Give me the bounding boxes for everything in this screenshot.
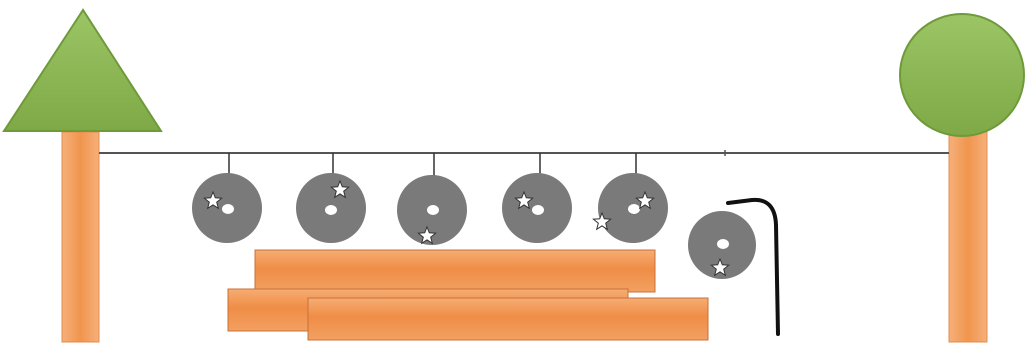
star-icon [203,190,223,210]
triangle-tree-icon [2,8,163,132]
star-icon [635,190,655,210]
pulley [592,153,668,243]
pulley-hole [325,205,337,215]
left-tree [2,8,163,343]
pulley-hole [628,204,640,214]
star-icon [592,211,612,231]
log-bottom-right [307,297,709,341]
pulley-on-hook [688,211,756,279]
pulley [397,153,467,245]
pulley-hole [532,205,544,215]
left-tree-trunk [61,131,100,343]
pulley [192,153,262,243]
hook-cable [726,197,780,336]
star-icon [710,257,730,277]
log-top [254,249,656,293]
pulley [296,153,366,243]
pulley [502,153,572,243]
pulley-hole [222,204,234,214]
right-tree-trunk [948,131,988,343]
pulleys [192,153,756,279]
right-tree [899,13,1025,343]
star-icon [514,190,534,210]
star-icon [417,225,437,245]
pulley-hole [427,205,439,215]
star-icon [330,179,350,199]
round-tree-icon [899,13,1025,137]
pulley-hole [717,239,729,249]
log-stack [227,249,709,341]
